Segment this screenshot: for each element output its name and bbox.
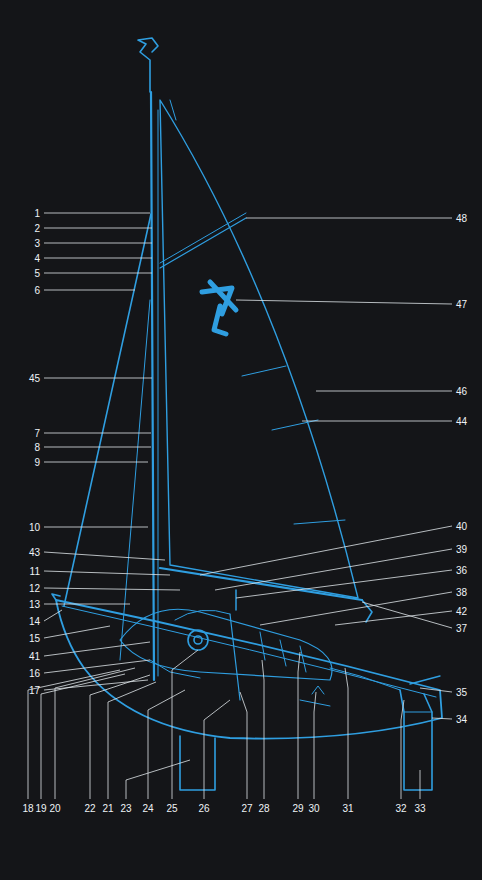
- callout-number: 39: [456, 544, 467, 555]
- callout-number: 20: [49, 803, 60, 814]
- leader-line: [44, 604, 130, 605]
- callout-number: 9: [34, 457, 40, 468]
- leader-line: [148, 690, 185, 799]
- callout-number: 11: [30, 566, 40, 577]
- callout-number: 35: [456, 687, 467, 698]
- leader-line: [44, 213, 150, 214]
- callout-number: 30: [308, 803, 319, 814]
- callout-number: 25: [166, 803, 177, 814]
- callout-number: 46: [456, 386, 467, 397]
- callout-number: 36: [456, 565, 467, 576]
- leader-line: [44, 462, 148, 463]
- leader-line: [362, 602, 452, 628]
- leader-line: [298, 652, 300, 799]
- callout-number: 24: [142, 803, 153, 814]
- leader-line: [41, 674, 125, 799]
- callout-number: 13: [29, 599, 40, 610]
- leader-line: [44, 642, 150, 656]
- callout-number: 19: [35, 803, 46, 814]
- leader-line: [44, 243, 152, 244]
- callout-number: 22: [84, 803, 95, 814]
- leader-line: [44, 660, 150, 673]
- leader-line: [44, 447, 151, 448]
- leader-line: [215, 549, 452, 590]
- callout-number: 14: [29, 616, 40, 627]
- callout-number: 33: [414, 803, 425, 814]
- callout-number: 40: [456, 521, 467, 532]
- callout-number: 7: [34, 428, 40, 439]
- callout-number: 34: [456, 714, 467, 725]
- callout-number: 47: [456, 299, 467, 310]
- leader-line: [401, 700, 404, 799]
- callout-number: 15: [29, 633, 40, 644]
- callout-number: 12: [29, 583, 40, 594]
- leader-line: [316, 391, 452, 392]
- leader-line: [44, 680, 148, 690]
- callout-number: 48: [456, 213, 467, 224]
- callout-number: 43: [29, 547, 40, 558]
- callout-number: 18: [22, 803, 33, 814]
- leader-line: [44, 433, 151, 434]
- callout-number: 8: [34, 442, 40, 453]
- callout-number: 5: [34, 268, 40, 279]
- callout-number: 2: [34, 223, 40, 234]
- callout-number: 44: [456, 416, 467, 427]
- callout-number: 26: [198, 803, 209, 814]
- leader-line: [44, 527, 148, 528]
- leader-line: [44, 610, 62, 621]
- leader-line: [262, 660, 264, 799]
- callout-number: 38: [456, 587, 467, 598]
- callout-number: 16: [29, 668, 40, 679]
- leader-line: [420, 688, 452, 692]
- leader-line: [314, 692, 316, 799]
- leader-line: [108, 682, 156, 799]
- callout-number: 41: [29, 651, 40, 662]
- leader-line: [172, 650, 198, 799]
- callout-number: 21: [102, 803, 113, 814]
- leader-line: [44, 588, 180, 590]
- callout-number: 1: [34, 208, 40, 219]
- callout-number: 27: [241, 803, 252, 814]
- leader-line: [246, 218, 452, 219]
- callout-number: 42: [456, 606, 467, 617]
- callout-number: 29: [292, 803, 303, 814]
- leader-line: [345, 668, 348, 799]
- leader-line: [126, 760, 190, 799]
- leader-line: [236, 300, 452, 304]
- leader-line: [432, 718, 452, 719]
- callout-number: 37: [456, 623, 467, 634]
- callout-number: 31: [342, 803, 353, 814]
- leader-line: [44, 552, 165, 560]
- leader-line: [204, 700, 230, 799]
- leader-line: [420, 770, 421, 799]
- callout-number: 10: [29, 522, 40, 533]
- leader-line: [44, 273, 152, 274]
- leader-line: [90, 675, 150, 799]
- leader-line: [240, 692, 247, 799]
- callout-number: 17: [29, 685, 40, 696]
- callout-number: 3: [34, 238, 40, 249]
- callout-number: 45: [29, 373, 40, 384]
- leader-line: [236, 570, 452, 598]
- leader-line: [44, 571, 170, 575]
- leader-line: [44, 378, 152, 379]
- callout-number: 6: [34, 285, 40, 296]
- leader-line: [44, 626, 110, 638]
- leader-line: [200, 526, 452, 575]
- callout-number: 4: [34, 253, 40, 264]
- leader-line: [302, 421, 452, 422]
- leader-line: [44, 290, 135, 291]
- callout-number: 28: [258, 803, 269, 814]
- leader-line: [44, 228, 152, 229]
- leader-line: [44, 258, 152, 259]
- leader-line: [55, 668, 135, 799]
- callout-number: 23: [120, 803, 131, 814]
- callout-number: 32: [395, 803, 406, 814]
